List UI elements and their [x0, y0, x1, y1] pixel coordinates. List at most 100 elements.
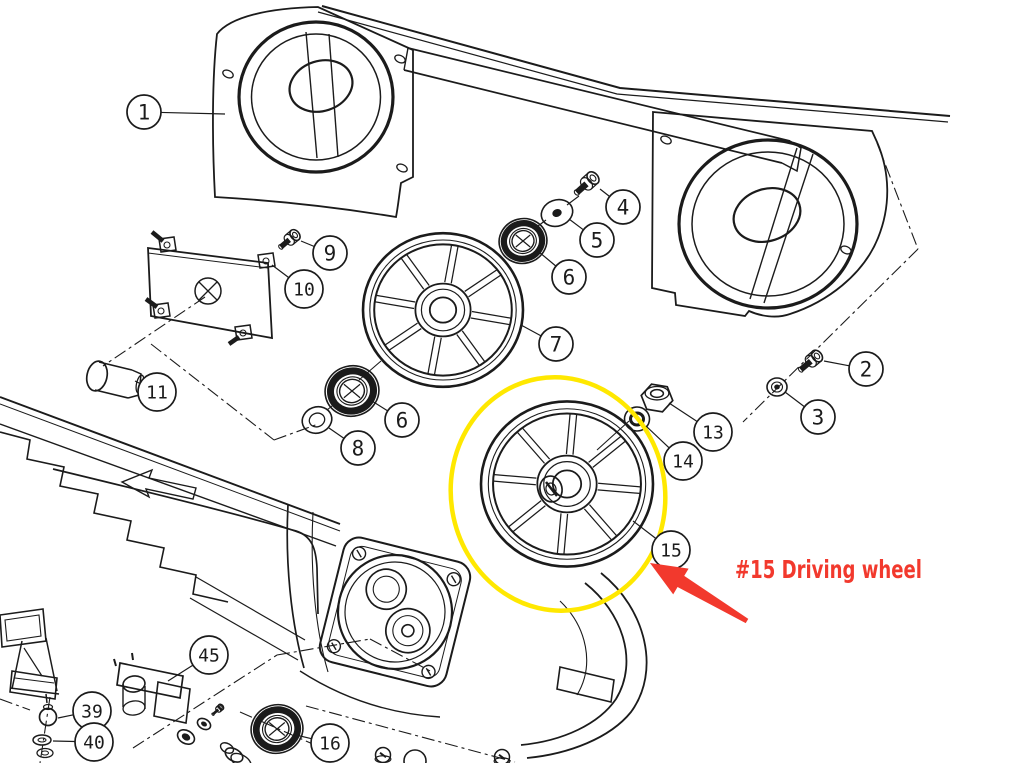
callout-number: 5 — [591, 229, 604, 253]
callout-number: 7 — [550, 333, 563, 357]
callout-number: 6 — [396, 409, 409, 433]
callout-16: 16 — [295, 723, 350, 763]
bolt-part-2 — [797, 349, 824, 373]
callout-13: 13 — [668, 402, 733, 452]
callout-number: 15 — [660, 540, 682, 561]
callout-6: 6 — [538, 251, 587, 295]
callout-14: 14 — [645, 425, 703, 481]
callout-8: 8 — [328, 427, 376, 466]
bottom-fastener-row — [176, 703, 511, 763]
callout-number: 8 — [352, 437, 365, 461]
highlight-ellipse — [448, 375, 668, 613]
red-arrow-annotation — [650, 563, 749, 624]
bolt-part-9 — [278, 228, 301, 250]
callout-circle — [74, 722, 114, 762]
callout-circle — [848, 351, 884, 387]
callout-2: 2 — [823, 351, 884, 387]
frame-arm — [0, 396, 341, 673]
callout-circle — [538, 326, 574, 362]
washer-part-3 — [766, 377, 788, 397]
callout-1: 1 — [126, 94, 226, 130]
callout-circle — [800, 399, 836, 435]
callout-circle — [137, 372, 177, 412]
left-cover-plate-part-1 — [212, 6, 414, 219]
callout-circle — [340, 430, 376, 466]
wheel-part-7 — [361, 231, 525, 389]
callout-number: 1 — [138, 101, 151, 125]
ball-knob-part-39 — [38, 707, 58, 727]
knob-part-11 — [85, 360, 145, 399]
callout-circle — [312, 235, 348, 271]
callout-40: 40 — [52, 722, 114, 762]
washer-part-40 — [32, 734, 52, 746]
washer-part-14 — [623, 406, 651, 432]
washer-part-8 — [301, 405, 333, 435]
callout-number: 16 — [319, 733, 341, 754]
callout-circle — [126, 94, 162, 130]
callout-circle — [284, 269, 324, 309]
square-nut — [152, 302, 171, 319]
pin — [211, 703, 225, 716]
gearbox-housing — [299, 536, 648, 759]
callout-number: 11 — [146, 382, 168, 403]
callout-circle — [310, 723, 350, 763]
bolt-part-4 — [573, 171, 600, 196]
idler-wheel-part-7 — [361, 231, 525, 389]
callout-number: 40 — [83, 732, 105, 753]
top-rail-strip — [317, 5, 951, 173]
dome-screw — [374, 746, 392, 763]
callout-number: 4 — [617, 196, 630, 220]
callout-circle — [605, 189, 641, 225]
callout-10: 10 — [271, 264, 324, 309]
callout-circle — [693, 412, 733, 452]
bearing-part-16 — [250, 703, 304, 755]
callout-circle — [189, 635, 229, 675]
callout-45: 45 — [167, 635, 229, 682]
callout-circle — [551, 259, 587, 295]
callout-9: 9 — [300, 235, 348, 271]
knob-symbol — [194, 277, 222, 305]
callout-number: 39 — [81, 701, 103, 722]
callout-number: 14 — [672, 451, 694, 472]
bearing-part-6-lower — [324, 364, 380, 418]
callout-7: 7 — [520, 324, 574, 362]
callout-number: 3 — [812, 406, 825, 430]
callout-number: 6 — [563, 266, 576, 290]
callout-number: 45 — [198, 645, 220, 666]
blade-direction-arrow-icon — [120, 468, 197, 500]
callout-6: 6 — [371, 400, 420, 438]
callout-5: 5 — [568, 218, 615, 258]
square-nut — [158, 236, 177, 253]
center-lines — [0, 142, 919, 763]
callout-number: 13 — [702, 422, 724, 443]
right-wheel-opening — [677, 138, 859, 310]
small-washer — [196, 717, 212, 731]
fasteners-and-bearings — [278, 171, 824, 435]
nut-part-13 — [640, 383, 674, 413]
callout-11: 11 — [134, 372, 177, 412]
mount-bracket — [556, 666, 615, 703]
callout-number: 10 — [293, 279, 315, 300]
bottom-left-hardware — [0, 608, 60, 759]
dome-screw — [493, 748, 511, 763]
callout-39: 39 — [57, 691, 112, 731]
small-washer — [176, 728, 196, 746]
driving-wheel-part-15 — [479, 400, 655, 568]
callout-number: 9 — [324, 242, 337, 266]
callout-4: 4 — [599, 188, 641, 225]
bracket-part-45 — [113, 652, 191, 724]
callout-circle — [579, 222, 615, 258]
callout-circle — [384, 402, 420, 438]
driving-wheel — [479, 400, 655, 568]
mounting-plate — [144, 230, 276, 346]
right-cover-plate — [651, 111, 889, 318]
bearing-part-6-upper — [498, 217, 548, 265]
callout-circle — [663, 441, 703, 481]
callout-number: 2 — [860, 358, 873, 382]
annotation-driving-wheel-label: #15 Driving wheel — [735, 555, 922, 584]
square-nut — [234, 324, 253, 341]
callout-3: 3 — [784, 391, 836, 435]
left-wheel-opening — [237, 20, 395, 174]
